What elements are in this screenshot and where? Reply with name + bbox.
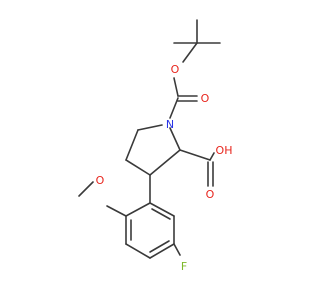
bond-c3-c4: [125, 159, 151, 176]
atom-n-ring: N: [166, 118, 174, 131]
bond-aryl-inner-3: [149, 240, 170, 253]
structure-diagram: O O N OH O O F: [78, 19, 233, 273]
bond-n-c2: [169, 127, 181, 151]
atom-o-carbamate-carbonyl: O: [201, 92, 210, 105]
bond-aryl-c1-c2: [125, 202, 151, 217]
bond-aryl-c6-c1: [149, 202, 175, 217]
bond-c4-c5: [125, 129, 139, 161]
bond-aryl-to-f: [173, 243, 181, 256]
bond-c5-n: [137, 124, 163, 131]
bond-methoxy-o-to-ch3: [78, 181, 94, 197]
bond-carbonyl-c-to-n: [169, 97, 179, 119]
bond-c2-c3: [149, 149, 181, 176]
bond-aryl-to-methoxy-o: [106, 205, 127, 217]
atom-o-acid-carbonyl: O: [206, 188, 215, 201]
bond-c2-acid-c: [179, 149, 211, 161]
bond-aryl-inner-1: [151, 208, 171, 220]
atom-o-methoxy: O: [96, 174, 105, 187]
atom-f-aryl: F: [181, 260, 187, 273]
molecule-canvas: O O N OH O O F: [78, 19, 233, 273]
atom-o-carbamate-ether: O: [171, 63, 180, 76]
bond-o-to-carbonyl-c: [173, 77, 179, 97]
atom-oh-acid: OH: [216, 144, 233, 157]
bond-aryl-c4-c5: [149, 243, 175, 259]
bond-acid-c-oh: [209, 152, 215, 161]
bond-tbu-to-o: [182, 42, 198, 63]
bond-aryl-c3-c4: [125, 243, 151, 259]
